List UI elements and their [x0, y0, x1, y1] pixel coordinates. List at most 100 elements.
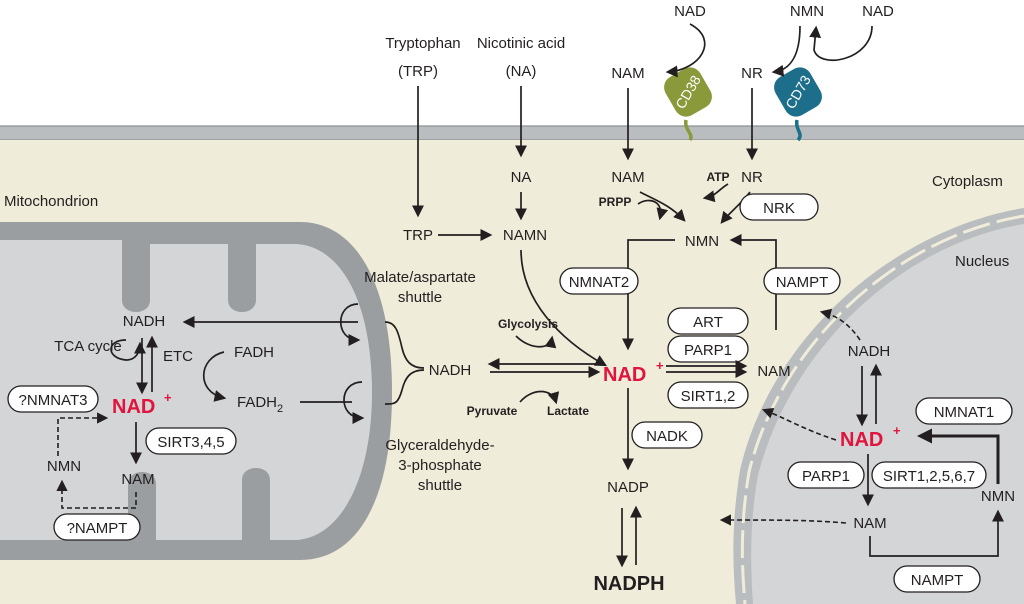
cd38-enzyme: CD38 — [664, 67, 712, 141]
nuc-nam-label: NAM — [853, 515, 886, 532]
nad-cyto-label: NAD — [603, 364, 646, 386]
glycolysis-label: Glycolysis — [498, 317, 558, 331]
sirt345-label: SIRT3,4,5 — [157, 434, 224, 451]
nampt-mito-label: ?NAMPT — [67, 520, 128, 537]
fadh-cycle-arrow — [202, 351, 227, 402]
tca-cycle-arrow — [110, 339, 146, 361]
atp-arrow — [702, 183, 729, 203]
nam-to-nmn-salvage-arrow — [729, 234, 777, 330]
lactate-curve — [519, 390, 560, 405]
mitochondrion — [0, 222, 392, 560]
nr-cyto-label: NR — [741, 169, 763, 186]
nadh-cyto-label: NADH — [429, 362, 472, 379]
namn-to-nad-arrow — [520, 249, 608, 367]
sirt-nuc-enzyme-box — [871, 461, 987, 489]
cytoplasm-label: Cytoplasm — [932, 173, 1003, 190]
g3p-shuttle-label-2: 3-phosphate — [398, 457, 481, 474]
na-abbr-label: (NA) — [506, 63, 537, 80]
sirt345-enzyme-box — [145, 427, 237, 455]
nrk-label: NRK — [763, 200, 795, 217]
art-enzyme-box — [667, 307, 749, 335]
nuc-nadh-label: NADH — [848, 343, 891, 360]
g3p-shuttle-loop — [343, 381, 365, 424]
sirt-nuc-label: SIRT1,2,5,6,7 — [883, 468, 975, 485]
mito-nad-label: NAD — [112, 396, 155, 418]
nmn-cyto-label: NMN — [685, 233, 719, 250]
cd38-arrow — [665, 23, 706, 78]
mito-nadh-label: NADH — [123, 313, 166, 330]
namn-label: NAMN — [503, 227, 547, 244]
nampt-cyto-label: NAMPT — [776, 274, 829, 291]
nrk-enzyme-box — [739, 193, 819, 221]
nam-cyto-right-label: NAM — [757, 363, 790, 380]
cd73-arrow-nmn — [809, 25, 873, 62]
mito-nmn-to-nad-arrow — [57, 412, 109, 456]
extracellular-space — [0, 0, 1024, 126]
mito-nmn-label: NMN — [47, 458, 81, 475]
fadh-label: FADH — [234, 344, 274, 361]
nuc-nmn-label: NMN — [981, 488, 1015, 505]
prpp-label: PRPP — [599, 195, 632, 209]
cd73-enzyme: CD73 — [774, 67, 822, 142]
tca-cycle-label: TCA cycle — [54, 338, 122, 355]
prpp-arrow — [637, 199, 669, 221]
nucleus-label: Nucleus — [955, 253, 1009, 270]
glycolysis-curve — [515, 335, 557, 349]
lactate-label: Lactate — [547, 404, 589, 418]
shuttle-brace-bottom — [384, 369, 425, 405]
parp1-enzyme-box — [667, 335, 749, 363]
nad-cyto-plus: + — [656, 358, 664, 373]
nampt-mito-enzyme-box — [53, 513, 141, 541]
trp-abbr-label: (TRP) — [398, 63, 438, 80]
nuc-nadh-export-arrow — [819, 308, 861, 341]
nad-extracellular-label: NAD — [674, 3, 706, 20]
nmnat3-label: ?NMNAT3 — [19, 392, 88, 409]
nmnat1-enzyme-box — [915, 397, 1013, 425]
nad-extracellular-label-2: NAD — [862, 3, 894, 20]
sirt12-label: SIRT1,2 — [681, 388, 736, 405]
nuc-nmn-to-nad-arrow — [917, 428, 1000, 484]
parp1-nuc-enzyme-box — [787, 461, 865, 489]
shuttle-brace-top — [384, 321, 425, 369]
plasma-membrane — [0, 126, 1024, 140]
malate-shuttle-label-1: Malate/aspartate — [364, 269, 476, 286]
parp1-nuc-label: PARP1 — [802, 468, 850, 485]
mito-nad-plus: + — [164, 390, 172, 405]
malate-shuttle-label-2: shuttle — [398, 289, 442, 306]
nadk-enzyme-box — [631, 421, 703, 449]
nmnat2-label: NMNAT2 — [569, 274, 630, 291]
nampt-nuc-enzyme-box — [893, 565, 981, 593]
sirt12-enzyme-box — [667, 381, 749, 409]
nuc-nad-export-arrow — [761, 407, 837, 441]
nuc-nam-to-nmn-arrow — [869, 509, 1004, 557]
nuc-nad-label: NAD — [840, 429, 883, 451]
nam-cyto-label: NAM — [611, 169, 644, 186]
mito-nam-to-nmn-arrow — [56, 479, 137, 509]
g3p-shuttle-label-3: shuttle — [418, 477, 462, 494]
nam-to-nmn-arrow — [639, 191, 686, 222]
parp1-label: PARP1 — [684, 342, 732, 359]
nmnat2-enzyme-box — [559, 267, 639, 295]
trp-label: TRP — [403, 227, 433, 244]
mito-nam-label: NAM — [121, 471, 154, 488]
nicotinic-acid-label: Nicotinic acid — [477, 35, 565, 52]
nmn-to-nad-arrow — [622, 239, 675, 351]
mitochondrion-label: Mitochondrion — [4, 193, 98, 210]
cd73-arrow-nr — [771, 25, 801, 77]
nampt-nuc-label: NAMPT — [911, 572, 964, 589]
atp-label: ATP — [706, 170, 729, 184]
nmn-extracellular-label: NMN — [790, 3, 824, 20]
nuc-nad-plus: + — [893, 423, 901, 438]
nadph-label: NADPH — [593, 573, 664, 595]
nr-extracellular-label: NR — [741, 65, 763, 82]
nmnat3-enzyme-box — [7, 385, 99, 413]
nampt-cyto-enzyme-box — [763, 267, 841, 295]
art-label: ART — [693, 314, 723, 331]
fadh2-label: FADH2 — [237, 394, 283, 415]
nadp-label: NADP — [607, 479, 649, 496]
etc-label: ETC — [163, 348, 193, 365]
nam-extracellular-label: NAM — [611, 65, 644, 82]
nuc-nam-export-arrow — [719, 514, 847, 526]
